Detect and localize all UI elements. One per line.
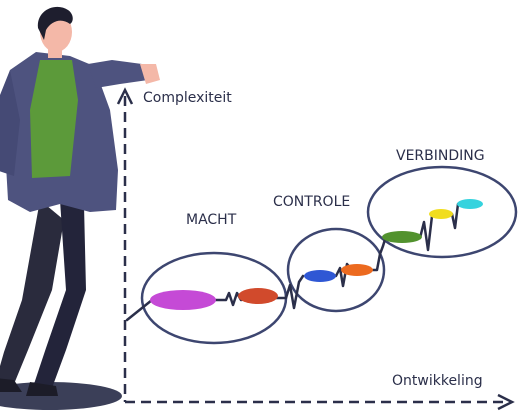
segment-macht-1 <box>150 290 216 310</box>
segment-controle-1 <box>304 270 336 282</box>
stage-verbinding-ellipse <box>366 165 518 259</box>
segment-controle-2 <box>341 264 373 276</box>
y-axis-arrowhead <box>116 87 134 105</box>
segment-macht-2 <box>238 288 278 304</box>
stage-label-controle: CONTROLE <box>273 194 351 210</box>
segment-verbinding-3 <box>457 199 483 209</box>
person-leaning-icon <box>0 6 160 396</box>
stage-controle-ellipse <box>286 227 386 313</box>
segment-verbinding-2 <box>429 209 453 219</box>
x-axis-label: Ontwikkeling <box>392 373 483 389</box>
segment-verbinding-1 <box>382 231 422 243</box>
floor-shadow <box>0 382 122 410</box>
progress-line <box>125 200 468 322</box>
stage-label-macht: MACHT <box>186 212 237 228</box>
x-axis-arrowhead <box>497 393 515 411</box>
stage-label-verbinding: VERBINDING <box>396 148 485 164</box>
y-axis-label: Complexiteit <box>143 90 232 106</box>
